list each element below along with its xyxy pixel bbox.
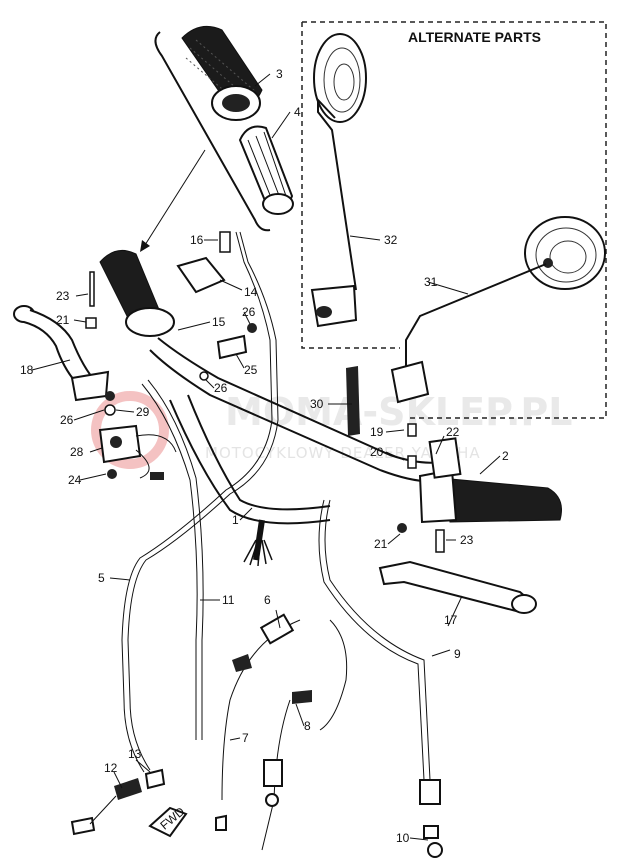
left-grip [99,249,175,337]
switch-27 [98,424,177,480]
callout: 21 [56,313,70,327]
clutch-lever [13,305,110,402]
callout: 16 [190,233,204,247]
mirror-31 [390,216,606,404]
callout: 6 [264,593,271,607]
callout: 7 [242,731,249,745]
callout: 18 [20,363,34,377]
mirror-32 [310,33,367,328]
callout: 23 [56,289,70,303]
leader-lines [31,73,501,841]
brake-lever [378,560,537,614]
callout: 21 [374,537,388,551]
callout: 3 [276,67,283,81]
callout: 1 [232,513,239,527]
callout: 19 [370,425,384,439]
callout: 20 [370,445,384,459]
cable-fittings [70,613,443,858]
callout: 26 [242,305,256,319]
callout: 14 [244,285,258,299]
callout: 12 [104,761,118,775]
callout: 26 [214,381,228,395]
callout: 26 [60,413,74,427]
detail-arrow-line [144,149,206,246]
left-grip-detail [181,25,263,121]
callout: 25 [244,363,258,377]
callout: 29 [136,405,150,419]
callout: 4 [294,105,301,119]
callout: 17 [444,613,458,627]
callout: 2 [502,449,509,463]
watermark-logo [91,391,169,469]
callout: 9 [454,647,461,661]
callout: 11 [222,593,235,607]
callout: 15 [212,315,226,329]
watermark: MOMA-SKLEP.PL MOTOCYKLOWY DEALER YAMAHA [91,390,572,469]
callout: 22 [446,425,460,439]
callout: 8 [304,719,311,733]
callout: 28 [70,445,84,459]
callout: 32 [384,233,398,247]
right-grip [418,437,562,524]
alternate-parts-box: ALTERNATE PARTS [301,21,607,419]
callout: 5 [98,571,105,585]
detail-arrow-head [140,240,150,252]
fwd-arrow: FWD [148,804,188,838]
detail-bracket [154,31,271,232]
callout: 30 [310,397,324,411]
alternate-parts-title: ALTERNATE PARTS [408,29,541,45]
callout: 23 [460,533,474,547]
callout: 13 [128,747,142,761]
wiring-bundle [243,519,273,567]
callout: 31 [424,275,438,289]
small-hardware [85,231,445,553]
callout: 24 [68,473,82,487]
throttle-sleeve-detail [238,125,294,215]
callouts: 3 4 32 31 30 19 20 22 2 21 23 17 9 10 6 … [20,67,509,845]
callout: 10 [396,831,410,845]
